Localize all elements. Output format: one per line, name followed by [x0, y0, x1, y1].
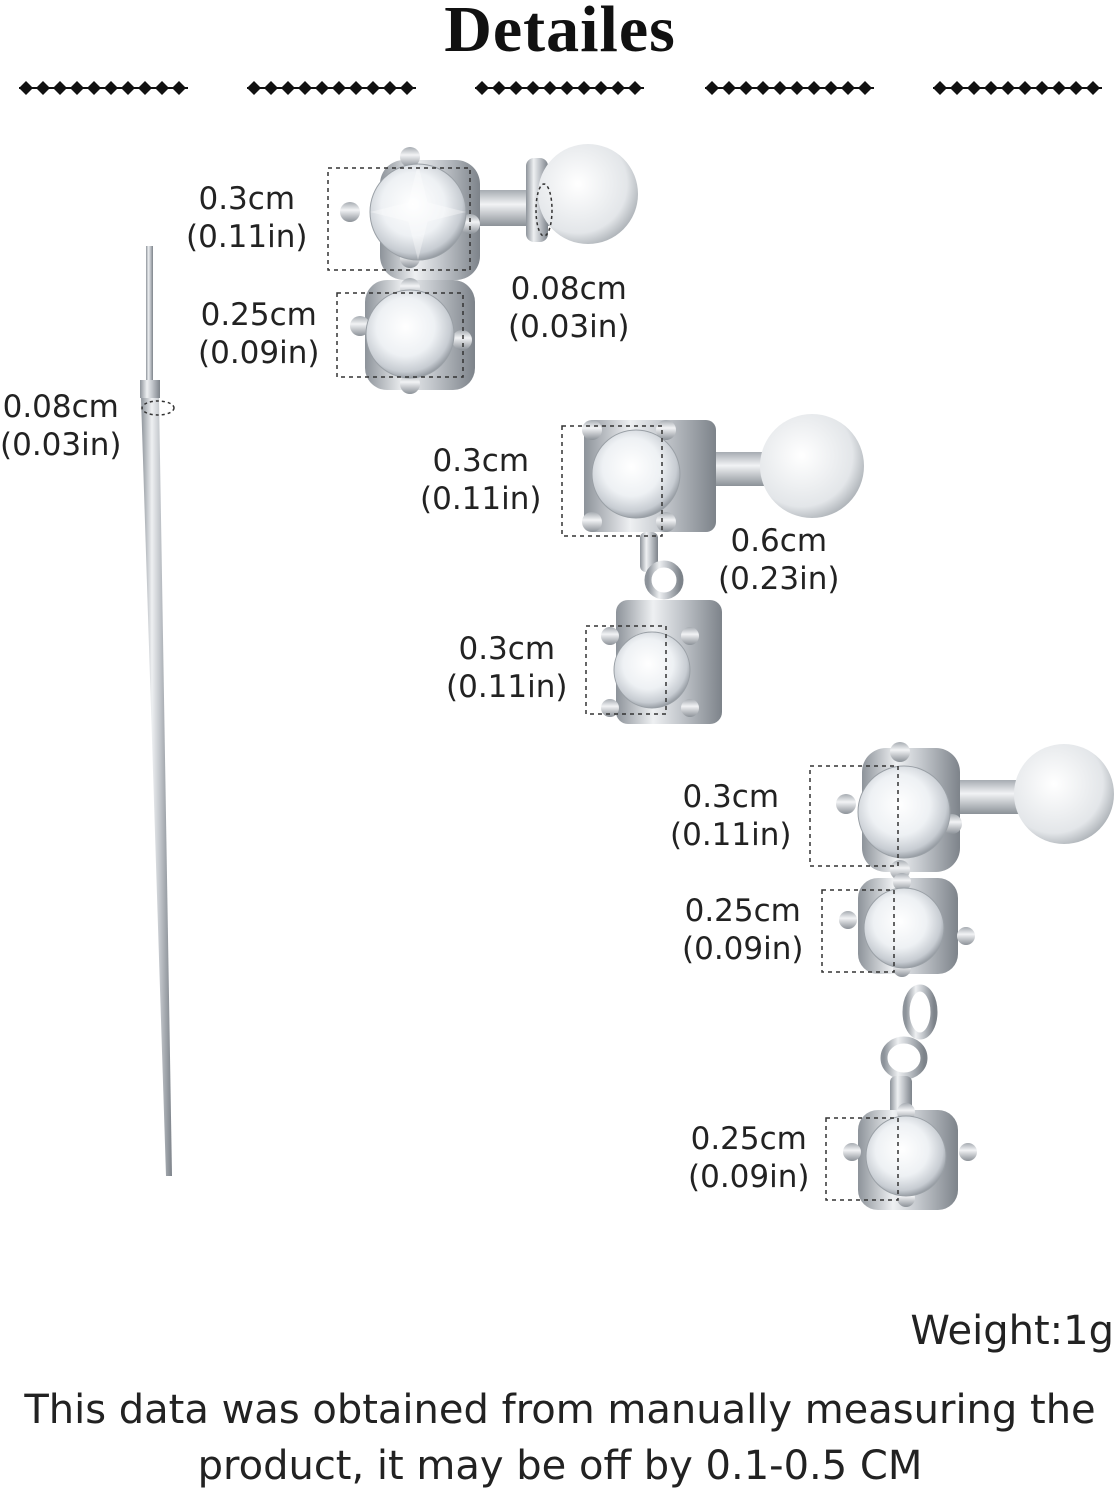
divider-3 — [475, 81, 644, 95]
middle-stone2-cm: 0.3cm — [458, 631, 556, 667]
top-bar-label: 0.08cm (0.03in) — [508, 270, 629, 346]
top-stone2-cm: 0.25cm — [200, 297, 317, 333]
top-stone1-in: (0.11in) — [186, 219, 308, 255]
top-stone2-in: (0.09in) — [198, 335, 320, 371]
insertion-needle — [140, 246, 175, 1176]
middle-stone1-cm: 0.3cm — [432, 443, 530, 479]
middle-stone1-label: 0.3cm (0.11in) — [420, 442, 541, 518]
middle-stone1-in: (0.11in) — [420, 481, 542, 517]
bottom-stone1-in: (0.11in) — [670, 817, 792, 853]
middle-bar-in: (0.23in) — [718, 561, 840, 597]
needle-gauge-label: 0.08cm (0.03in) — [0, 388, 121, 464]
disclaimer-line-2: product, it may be off by 0.1-0.5 CM — [197, 1443, 923, 1489]
measurement-disclaimer: This data was obtained from manually mea… — [0, 1382, 1120, 1494]
top-stone2-label: 0.25cm (0.09in) — [198, 296, 319, 372]
top-stone1-cm: 0.3cm — [198, 181, 296, 217]
middle-stone2-in: (0.11in) — [446, 669, 568, 705]
disclaimer-line-1: This data was obtained from manually mea… — [24, 1387, 1096, 1433]
middle-stone2-label: 0.3cm (0.11in) — [446, 630, 567, 706]
earring-top — [327, 144, 638, 394]
middle-bar-label: 0.6cm (0.23in) — [718, 522, 839, 598]
divider-2 — [247, 81, 416, 95]
divider-4 — [705, 81, 874, 95]
earring-bottom — [809, 742, 1114, 1210]
page-title: Detailes — [444, 0, 676, 66]
earring-middle — [561, 414, 864, 724]
weight-label: Weight:1g — [910, 1308, 1114, 1354]
top-bar-in: (0.03in) — [508, 309, 630, 345]
middle-bar-cm: 0.6cm — [730, 523, 828, 559]
bottom-stone3-in: (0.09in) — [688, 1159, 810, 1195]
top-stone1-label: 0.3cm (0.11in) — [186, 180, 307, 256]
bottom-stone3-cm: 0.25cm — [690, 1121, 807, 1157]
bottom-stone3-label: 0.25cm (0.09in) — [688, 1120, 809, 1196]
top-bar-cm: 0.08cm — [510, 271, 627, 307]
bottom-stone2-in: (0.09in) — [682, 931, 804, 967]
bottom-stone1-label: 0.3cm (0.11in) — [670, 778, 791, 854]
needle-gauge-in: (0.03in) — [0, 427, 122, 463]
bottom-stone2-label: 0.25cm (0.09in) — [682, 892, 803, 968]
divider-1 — [19, 81, 188, 95]
bottom-stone1-cm: 0.3cm — [682, 779, 780, 815]
bottom-stone2-cm: 0.25cm — [684, 893, 801, 929]
needle-gauge-cm: 0.08cm — [2, 389, 119, 425]
divider-5 — [933, 81, 1102, 95]
